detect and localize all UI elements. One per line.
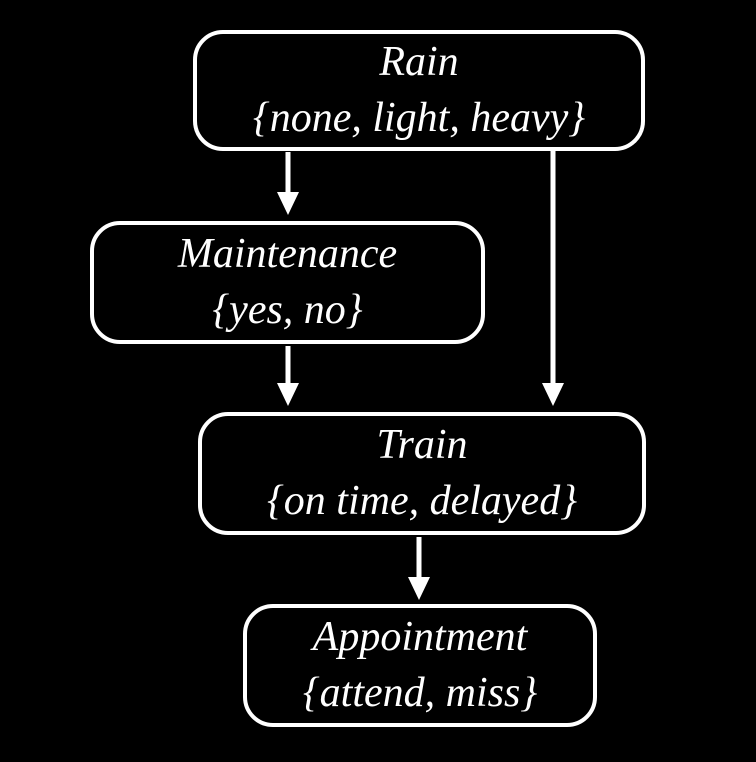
node-rain-label: Rain <box>379 39 459 86</box>
node-maintenance-values: {yes, no} <box>212 286 363 333</box>
node-appointment-values: {attend, miss} <box>302 669 538 716</box>
arrowhead-down-icon <box>277 192 299 215</box>
node-train-label: Train <box>376 422 468 469</box>
node-train: Train {on time, delayed} <box>198 412 646 535</box>
edge-rain-train <box>542 151 564 406</box>
arrowhead-down-icon <box>277 383 299 406</box>
node-maintenance: Maintenance {yes, no} <box>90 221 485 344</box>
arrowhead-down-icon <box>408 577 430 600</box>
edge-maintenance-train <box>277 346 299 406</box>
edge-rain-maintenance <box>277 152 299 215</box>
node-train-values: {on time, delayed} <box>267 477 577 524</box>
node-appointment-label: Appointment <box>312 614 528 661</box>
node-rain: Rain {none, light, heavy} <box>193 30 645 151</box>
arrowhead-down-icon <box>542 383 564 406</box>
node-appointment: Appointment {attend, miss} <box>243 604 597 727</box>
edge-train-appointment <box>408 537 430 600</box>
node-rain-values: {none, light, heavy} <box>252 94 586 141</box>
node-maintenance-label: Maintenance <box>177 231 398 278</box>
